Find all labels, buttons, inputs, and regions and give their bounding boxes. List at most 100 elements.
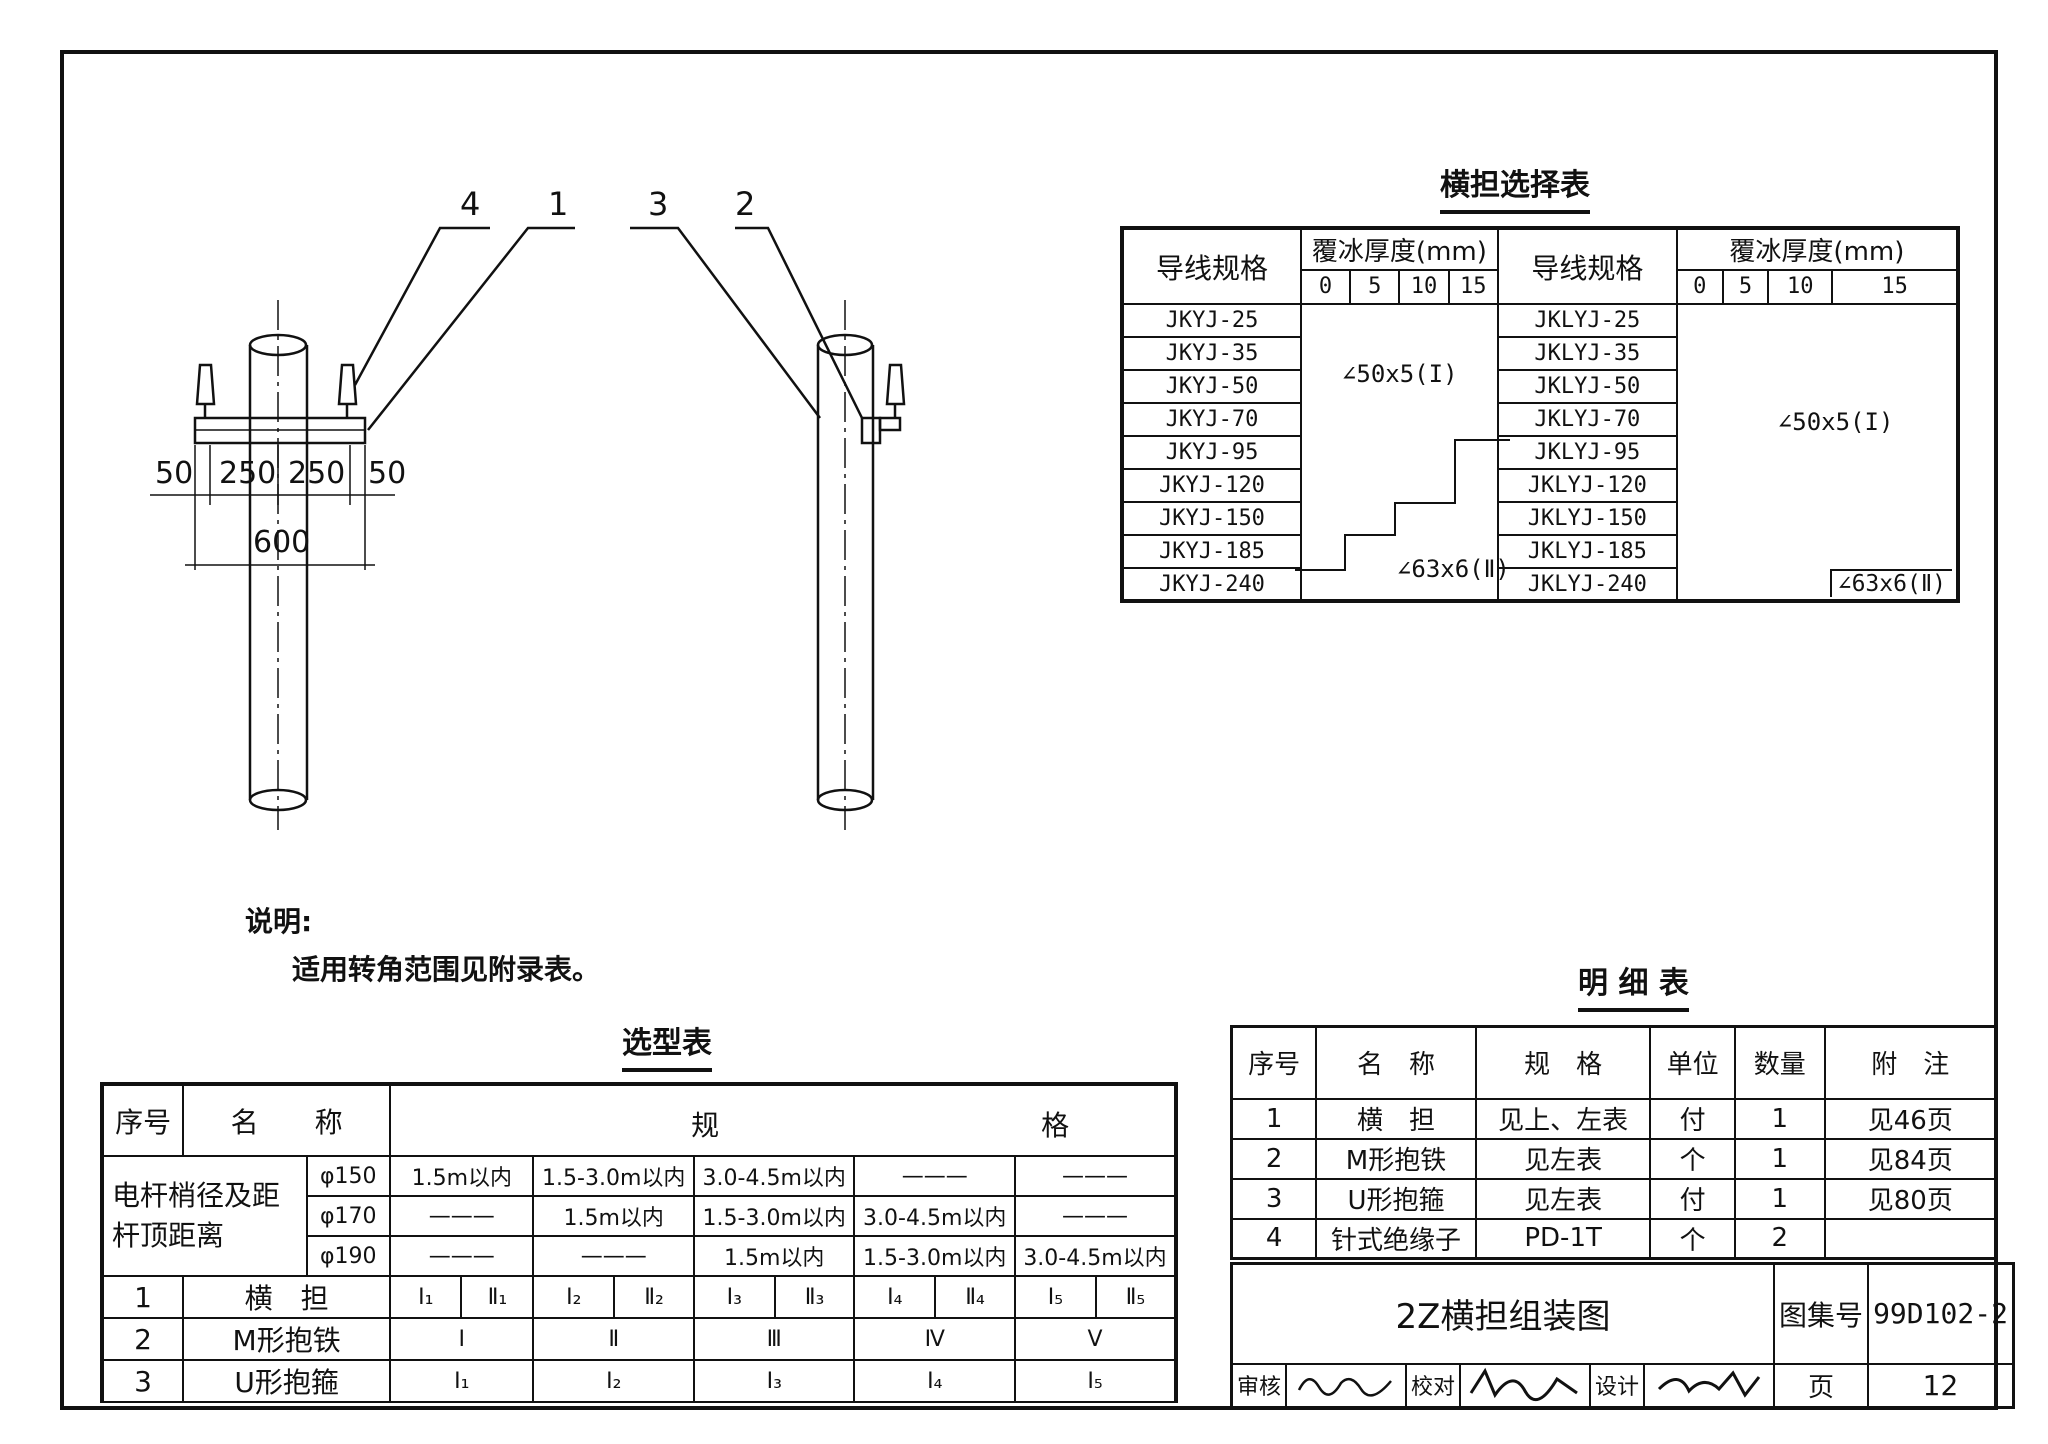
range-cell: ——— (853, 1155, 1016, 1197)
callout-3: 3 (648, 185, 669, 223)
detail-cell: 针式绝缘子 (1315, 1217, 1477, 1260)
right-pole (816, 300, 875, 830)
ice-0: 0 (1299, 268, 1352, 306)
row-no: 1 (100, 1275, 185, 1319)
selection-table: 序号 名 称 规 格 电杆梢径及距杆顶距离 φ150 1.5m以内 1.5-3.… (100, 1082, 1178, 1403)
wire-right: JKLYJ-35 (1496, 336, 1678, 371)
spec-cell: I₂ (532, 1359, 695, 1403)
diameter: φ190 (305, 1235, 392, 1277)
detail-cell: 1 (1734, 1137, 1826, 1180)
crossarm-table: 导线规格 覆冰厚度(mm) 导线规格 覆冰厚度(mm) 0 5 10 15 0 … (1120, 226, 1960, 603)
ice-5: 5 (1349, 268, 1401, 306)
review-label: 审核 (1230, 1362, 1288, 1408)
wire-left: JKYJ-70 (1121, 402, 1302, 437)
wire-left: JKYJ-50 (1121, 369, 1302, 404)
detail-cell (1823, 1217, 1998, 1260)
col-ice-left: 覆冰厚度(mm) (1299, 227, 1499, 271)
page-label: 页 (1773, 1362, 1870, 1408)
range-cell: 1.5-3.0m以内 (532, 1155, 695, 1197)
spec-cell: Ⅱ₅ (1094, 1275, 1178, 1319)
dimension-50-left: 50 (155, 456, 194, 491)
col-ice-right: 覆冰厚度(mm) (1675, 227, 1960, 271)
header-spec: 规 格 (389, 1083, 1177, 1157)
dimension-250-left: 250 (219, 456, 277, 491)
left-pole (248, 300, 309, 830)
range-cell: 1.5m以内 (389, 1155, 535, 1197)
range-cell: 1.5-3.0m以内 (853, 1235, 1016, 1277)
dimension-50-right: 50 (368, 456, 407, 491)
detail-cell: 见46页 (1823, 1097, 1998, 1140)
detail-cell: M形抱铁 (1315, 1137, 1477, 1180)
detail-cell: 1 (1734, 1177, 1826, 1220)
drawing-title: 2Z横担组装图 (1230, 1262, 1776, 1365)
range-cell: ——— (1013, 1155, 1178, 1197)
range-cell: 3.0-4.5m以内 (692, 1155, 856, 1197)
signature-design (1657, 1369, 1761, 1398)
detail-table-title: 明 细 表 (1578, 958, 1689, 1012)
col-wire-right: 导线规格 (1496, 227, 1678, 305)
wire-right: JKLYJ-185 (1496, 534, 1678, 569)
wire-left: JKYJ-150 (1121, 501, 1302, 536)
detail-cell: 1 (1734, 1097, 1826, 1140)
range-cell: ——— (1013, 1195, 1178, 1237)
detail-cell: 付 (1649, 1177, 1737, 1220)
detail-table: 序号 名 称 规 格 单位 数量 附 注 1 横 担 见上、左表 付 1 见46… (1230, 1025, 1998, 1260)
detail-cell: PD-1T (1474, 1217, 1652, 1260)
detail-cell: 1 (1230, 1097, 1318, 1140)
detail-cell: 2 (1734, 1217, 1826, 1260)
check-signature (1459, 1362, 1592, 1408)
spec-cell: Ⅲ (692, 1317, 856, 1361)
wire-right: JKLYJ-120 (1496, 468, 1678, 503)
review-signature (1285, 1362, 1408, 1408)
detail-header: 名 称 (1315, 1025, 1477, 1100)
atlas-label: 图集号 (1773, 1262, 1870, 1365)
range-cell: ——— (389, 1235, 535, 1277)
detail-cell: 4 (1230, 1217, 1318, 1260)
detail-header: 单位 (1649, 1025, 1737, 1100)
row-name: U形抱箍 (182, 1359, 392, 1403)
spec-cell: I₅ (1013, 1275, 1097, 1319)
zone-left: ∠50x5(I) ∠63x6(Ⅱ) (1299, 303, 1510, 602)
callout-4: 4 (460, 185, 481, 223)
spec-cell: I₃ (692, 1275, 776, 1319)
title-block: 2Z横担组装图 图集号 99D102-2 审核 校对 设计 页 12 (1230, 1262, 2015, 1409)
row-no: 3 (100, 1359, 185, 1403)
detail-header: 序号 (1230, 1025, 1318, 1100)
notes-text: 适用转角范围见附录表。 (292, 953, 601, 986)
zone-right-1: ∠50x5(I) (1777, 408, 1894, 436)
crossarm-table-title: 横担选择表 (1440, 160, 1590, 214)
ice-15: 15 (1831, 268, 1959, 306)
range-cell: 3.0-4.5m以内 (853, 1195, 1016, 1237)
range-cell: 1.5m以内 (692, 1235, 856, 1277)
header-no: 序号 (100, 1083, 185, 1157)
ice-10: 10 (1398, 268, 1450, 306)
range-cell: ——— (389, 1195, 535, 1237)
spec-cell: I (389, 1317, 535, 1361)
detail-cell: 3 (1230, 1177, 1318, 1220)
wire-left: JKYJ-185 (1121, 534, 1302, 569)
wire-left: JKYJ-240 (1121, 567, 1302, 602)
range-cell: 1.5-3.0m以内 (692, 1195, 856, 1237)
notes-heading: 说明: (245, 905, 313, 938)
wire-right: JKLYJ-95 (1496, 435, 1678, 470)
dimension-600: 600 (253, 525, 311, 560)
ice-10: 10 (1767, 268, 1834, 306)
detail-header: 规 格 (1474, 1025, 1652, 1100)
wire-left: JKYJ-35 (1121, 336, 1302, 371)
detail-cell: 见80页 (1823, 1177, 1998, 1220)
detail-cell: 横 担 (1315, 1097, 1477, 1140)
row-name: 横 担 (182, 1275, 392, 1319)
zone-left-1: ∠50x5(I) (1341, 360, 1458, 388)
zone-left-2: ∠63x6(Ⅱ) (1396, 555, 1510, 583)
col-wire-left: 导线规格 (1121, 227, 1302, 305)
wire-left: JKYJ-120 (1121, 468, 1302, 503)
detail-cell: U形抱箍 (1315, 1177, 1477, 1220)
detail-cell: 见左表 (1474, 1177, 1652, 1220)
zone-right: ∠50x5(I) ∠63x6(Ⅱ) (1675, 303, 1960, 602)
wire-right: JKLYJ-50 (1496, 369, 1678, 404)
spec-cell: I₂ (532, 1275, 616, 1319)
pole-label: 电杆梢径及距杆顶距离 (101, 1155, 308, 1277)
selection-table-title: 选型表 (622, 1018, 712, 1072)
spec-cell: Ⅱ₃ (773, 1275, 856, 1319)
